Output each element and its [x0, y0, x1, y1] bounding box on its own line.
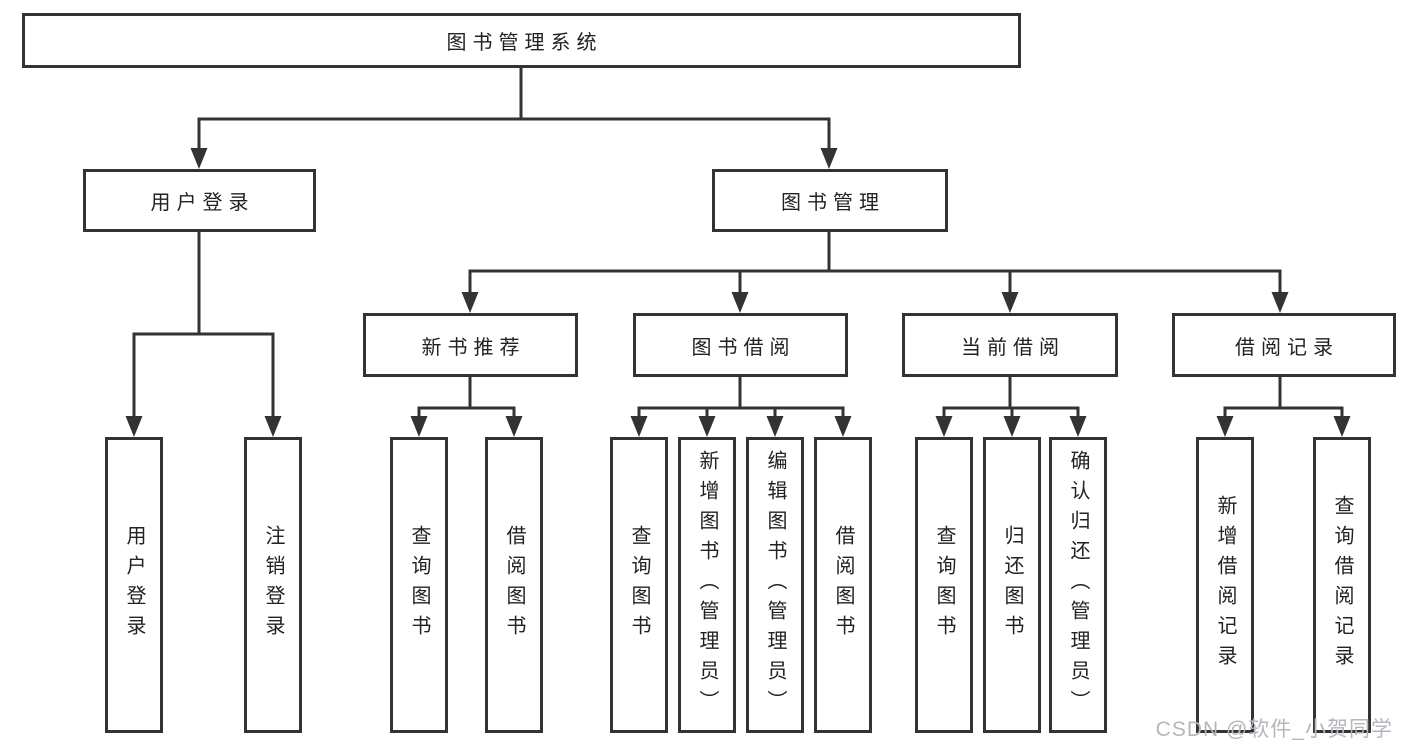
node-new-book-recommend-label: 新书推荐 [421, 336, 526, 359]
leaf-cb-confirm-return-admin: 确认归还（管理员） [1049, 437, 1107, 733]
leaf-bb-edit-books-admin-label: 编辑图书（管理员） [764, 450, 786, 720]
leaf-cb-query-books: 查询图书 [915, 437, 973, 733]
node-current-borrow: 当前借阅 [902, 313, 1118, 377]
node-book-borrow-label: 图书借阅 [691, 336, 796, 359]
leaf-logout: 注销登录 [244, 437, 302, 733]
leaf-user-login-label: 用户登录 [123, 525, 145, 645]
leaf-nb-query-books-label: 查询图书 [408, 525, 430, 645]
node-borrow-records-label: 借阅记录 [1235, 336, 1339, 359]
leaf-bb-query-books-label: 查询图书 [628, 525, 650, 645]
node-root: 图书管理系统 [22, 13, 1021, 68]
leaf-nb-query-books: 查询图书 [390, 437, 448, 733]
leaf-br-query-record: 查询借阅记录 [1313, 437, 1371, 733]
leaf-br-add-record: 新增借阅记录 [1196, 437, 1254, 733]
leaf-br-query-record-label: 查询借阅记录 [1331, 495, 1353, 675]
node-borrow-records: 借阅记录 [1172, 313, 1396, 377]
node-book-management-label: 图书管理 [781, 192, 885, 214]
leaf-cb-query-books-label: 查询图书 [933, 525, 955, 645]
leaf-br-add-record-label: 新增借阅记录 [1214, 495, 1236, 675]
leaf-logout-label: 注销登录 [262, 525, 284, 645]
leaf-bb-query-books: 查询图书 [610, 437, 668, 733]
csdn-watermark: CSDN @软件_小贺同学 [1155, 718, 1393, 741]
node-book-borrow: 图书借阅 [633, 313, 848, 377]
leaf-bb-add-books-admin: 新增图书（管理员） [678, 437, 736, 733]
node-new-book-recommend: 新书推荐 [363, 313, 578, 377]
leaf-bb-edit-books-admin: 编辑图书（管理员） [746, 437, 804, 733]
node-user-login-label: 用户登录 [150, 192, 255, 214]
node-user-login: 用户登录 [83, 169, 316, 232]
leaf-nb-borrow-books-label: 借阅图书 [503, 525, 525, 645]
leaf-cb-return-books-label: 归还图书 [1001, 525, 1023, 645]
leaf-cb-return-books: 归还图书 [983, 437, 1041, 733]
leaf-bb-borrow-books-label: 借阅图书 [832, 525, 854, 645]
leaf-bb-borrow-books: 借阅图书 [814, 437, 872, 733]
node-current-borrow-label: 当前借阅 [961, 336, 1065, 359]
leaf-user-login: 用户登录 [105, 437, 163, 733]
leaf-cb-confirm-return-admin-label: 确认归还（管理员） [1067, 450, 1089, 720]
leaf-nb-borrow-books: 借阅图书 [485, 437, 543, 733]
node-root-label: 图书管理系统 [446, 32, 603, 54]
node-book-management: 图书管理 [712, 169, 948, 232]
leaf-bb-add-books-admin-label: 新增图书（管理员） [696, 450, 718, 720]
